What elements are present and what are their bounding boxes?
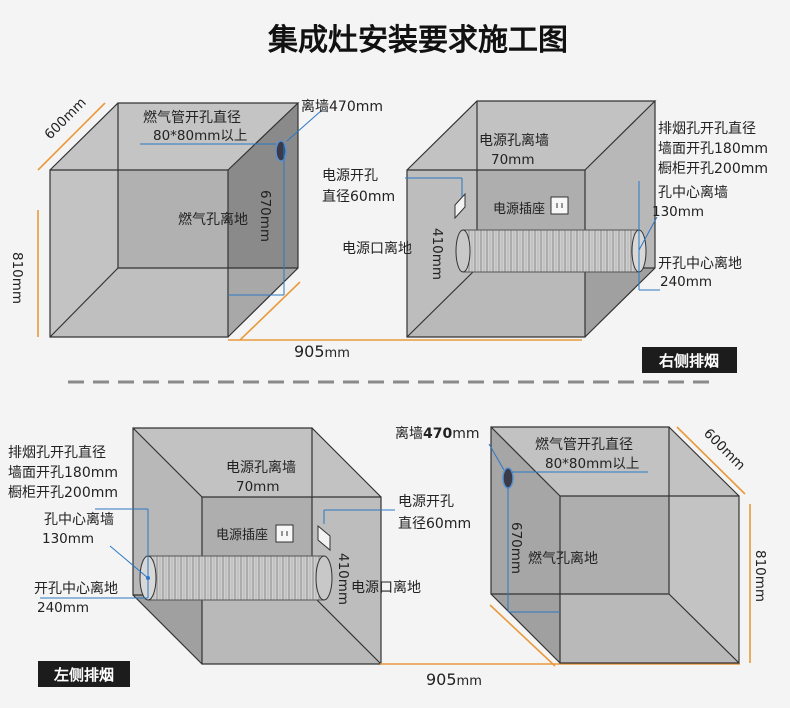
exhaust-box-right	[405, 100, 660, 338]
socket-floor-label: 电源口离地	[351, 579, 421, 596]
gas-height-value: 670mm	[508, 522, 524, 574]
exhaust-wall-size: 墙面开孔180mm	[658, 141, 768, 157]
duct-end-icon	[455, 229, 471, 273]
gas-floor-label: 燃气孔离地	[178, 211, 248, 228]
socket-height-value: 410mm	[335, 553, 351, 605]
power-hole-icon	[454, 192, 466, 220]
gas-box-top	[37, 102, 323, 341]
center-floor-value: 240mm	[660, 274, 712, 290]
center-floor-label: 开孔中心离地	[34, 580, 118, 597]
left-exhaust-tag	[38, 661, 130, 687]
power-wall-label: 电源孔离墙	[226, 459, 296, 476]
depth-value: 600mm	[42, 95, 90, 143]
socket-label: 电源插座	[216, 528, 268, 543]
gas-pipe-size: 80*80mm以上	[153, 128, 247, 144]
page-title: 集成灶安装要求施工图	[267, 23, 568, 58]
gas-wall-label: 离墙470mm	[301, 98, 383, 115]
center-wall-label: 孔中心离墙	[658, 184, 728, 201]
power-wall-label: 电源孔离墙	[479, 132, 549, 149]
exhaust-wall-size: 墙面开孔180mm	[8, 465, 118, 481]
socket-label: 电源插座	[493, 202, 545, 217]
height-value: 810mm	[752, 550, 768, 602]
power-wall-value: 70mm	[491, 152, 534, 168]
exhaust-label: 排烟孔开孔直径	[8, 444, 106, 461]
socket-icon	[275, 524, 294, 543]
exhaust-cabinet-size: 橱柜开孔200mm	[658, 161, 768, 177]
gas-pipe-size: 80*80mm以上	[545, 456, 639, 472]
duct-end-icon	[315, 555, 333, 601]
gas-floor-label: 燃气孔离地	[528, 550, 598, 567]
power-hole-label: 电源开孔	[398, 494, 454, 510]
socket-floor-label: 电源口离地	[342, 240, 412, 257]
power-hole-size: 直径60mm	[398, 515, 471, 532]
exhaust-box-left	[40, 427, 395, 665]
width-value: 905mm	[426, 670, 482, 689]
socket-height-value: 410mm	[429, 228, 445, 280]
gas-pipe-label: 燃气管开孔直径	[535, 436, 633, 453]
right-exhaust-tag-label: 右侧排烟	[659, 352, 719, 370]
exhaust-label: 排烟孔开孔直径	[658, 120, 756, 137]
exhaust-cabinet-size: 橱柜开孔200mm	[8, 485, 118, 501]
socket-icon	[550, 196, 569, 215]
center-wall-label: 孔中心离墙	[44, 511, 114, 528]
center-floor-value: 240mm	[37, 600, 89, 616]
center-wall-value: 130mm	[652, 204, 704, 220]
height-value: 810mm	[9, 252, 25, 304]
center-floor-label: 开孔中心离地	[658, 255, 742, 272]
width-value: 905mm	[294, 342, 350, 361]
center-wall-value: 130mm	[42, 531, 94, 547]
left-exhaust-tag-label: 左侧排烟	[53, 666, 114, 684]
gas-pipe-label: 燃气管开孔直径	[143, 109, 241, 126]
gas-box-bottom	[488, 426, 751, 667]
gas-wall-label: 离墙470mm	[395, 425, 480, 442]
power-hole-icon	[317, 524, 331, 552]
power-hole-size: 直径60mm	[322, 188, 395, 205]
power-wall-value: 70mm	[236, 479, 279, 495]
right-exhaust-tag	[642, 347, 737, 373]
gas-hole-icon	[502, 467, 514, 489]
power-hole-label: 电源开孔	[322, 168, 378, 184]
gas-height-value: 670mm	[257, 190, 273, 242]
